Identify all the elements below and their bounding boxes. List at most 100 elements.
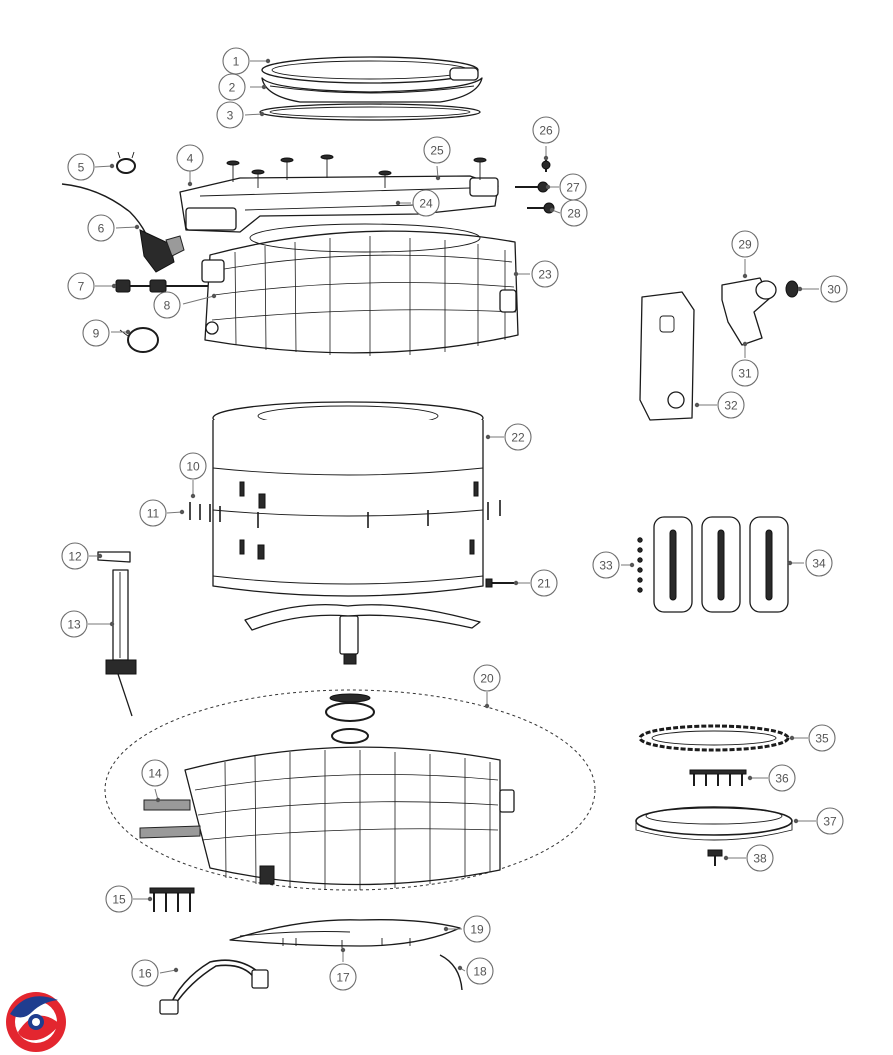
callout-circle (423, 136, 451, 164)
callout-number: 12 (68, 550, 82, 564)
callout-36: 36 (768, 764, 796, 792)
callout-circle (731, 359, 759, 387)
callout-number: 23 (538, 268, 552, 282)
callout-38: 38 (746, 844, 774, 872)
callout-circle (530, 569, 558, 597)
callout-number: 28 (567, 207, 581, 221)
callout-14: 14 (141, 759, 169, 787)
callout-28: 28 (560, 199, 588, 227)
callout-number: 19 (470, 923, 484, 937)
callout-number: 30 (827, 283, 841, 297)
part-wire-single (439, 954, 463, 991)
callout-6: 6 (87, 214, 115, 242)
callout-circle (61, 542, 89, 570)
callout-number: 33 (599, 559, 613, 573)
callout-circle (531, 260, 559, 288)
callout-35: 35 (808, 724, 836, 752)
part-inner-drum (212, 401, 484, 665)
callout-circle (176, 144, 204, 172)
callout-circle (768, 764, 796, 792)
callout-17: 17 (329, 963, 357, 991)
callout-9: 9 (82, 319, 110, 347)
callout-8: 8 (153, 291, 181, 319)
callout-2: 2 (218, 73, 246, 101)
callout-3: 3 (216, 101, 244, 129)
callout-number: 34 (812, 557, 826, 571)
callout-21: 21 (530, 569, 558, 597)
callout-number: 13 (67, 618, 81, 632)
callout-number: 29 (738, 238, 752, 252)
callout-number: 32 (724, 399, 738, 413)
part-motor-stator (635, 806, 793, 841)
part-clamp-large (119, 327, 159, 353)
callout-number: 21 (537, 577, 551, 591)
callout-number: 17 (336, 971, 350, 985)
callout-20: 20 (473, 664, 501, 692)
callout-number: 37 (823, 815, 837, 829)
callout-number: 35 (815, 732, 829, 746)
callout-26: 26 (532, 116, 560, 144)
callout-circle (329, 963, 357, 991)
part-pressure-hose (61, 183, 185, 273)
callout-13: 13 (60, 610, 88, 638)
leader-lines (88, 58, 819, 974)
callout-number: 14 (148, 767, 162, 781)
callout-circle (218, 73, 246, 101)
callout-15: 15 (105, 885, 133, 913)
callout-24: 24 (412, 189, 440, 217)
part-hose-fitting (115, 279, 212, 293)
callout-number: 10 (186, 460, 200, 474)
callout-circle (141, 759, 169, 787)
callout-number: 24 (419, 197, 433, 211)
part-outer-tub-upper (201, 223, 519, 356)
callout-27: 27 (559, 173, 587, 201)
callout-circle (179, 452, 207, 480)
callout-circle (105, 885, 133, 913)
part-tub-cover (179, 154, 499, 233)
callout-7: 7 (67, 272, 95, 300)
callout-circle (139, 499, 167, 527)
callout-number: 2 (229, 81, 236, 95)
callout-circle (592, 551, 620, 579)
callout-number: 4 (187, 152, 194, 166)
callout-circle (82, 319, 110, 347)
callout-number: 9 (93, 327, 100, 341)
callout-5: 5 (67, 153, 95, 181)
part-motor-rotor (638, 724, 790, 752)
callout-4: 4 (176, 144, 204, 172)
callout-number: 20 (480, 672, 494, 686)
callout-25: 25 (423, 136, 451, 164)
callout-number: 22 (511, 431, 525, 445)
callout-18: 18 (466, 957, 494, 985)
callout-number: 26 (539, 124, 553, 138)
callout-10: 10 (179, 452, 207, 480)
callout-number: 8 (164, 299, 171, 313)
callout-29: 29 (731, 230, 759, 258)
callout-number: 3 (227, 109, 234, 123)
callout-circle (731, 230, 759, 258)
callout-number: 11 (147, 507, 160, 521)
part-outer-tub-lower (104, 689, 596, 891)
callout-number: 15 (112, 893, 126, 907)
part-heater (97, 551, 137, 717)
callout-circle (532, 116, 560, 144)
part-motor-bolts (689, 769, 747, 786)
part-drum-screws (189, 500, 501, 528)
callout-number: 25 (430, 144, 444, 158)
callout-11: 11 (139, 499, 167, 527)
callout-circle (131, 959, 159, 987)
part-drum-lifters (637, 516, 789, 613)
callout-number: 31 (738, 367, 752, 381)
callout-circle (216, 101, 244, 129)
callout-circle (67, 272, 95, 300)
callout-number: 36 (775, 772, 789, 786)
brand-logo (6, 992, 66, 1052)
part-drum-screw-single (485, 578, 514, 588)
callout-31: 31 (731, 359, 759, 387)
part-center-bolt (707, 849, 723, 866)
callout-number: 18 (473, 965, 487, 979)
part-screws-row (149, 887, 195, 912)
callout-circle (153, 291, 181, 319)
